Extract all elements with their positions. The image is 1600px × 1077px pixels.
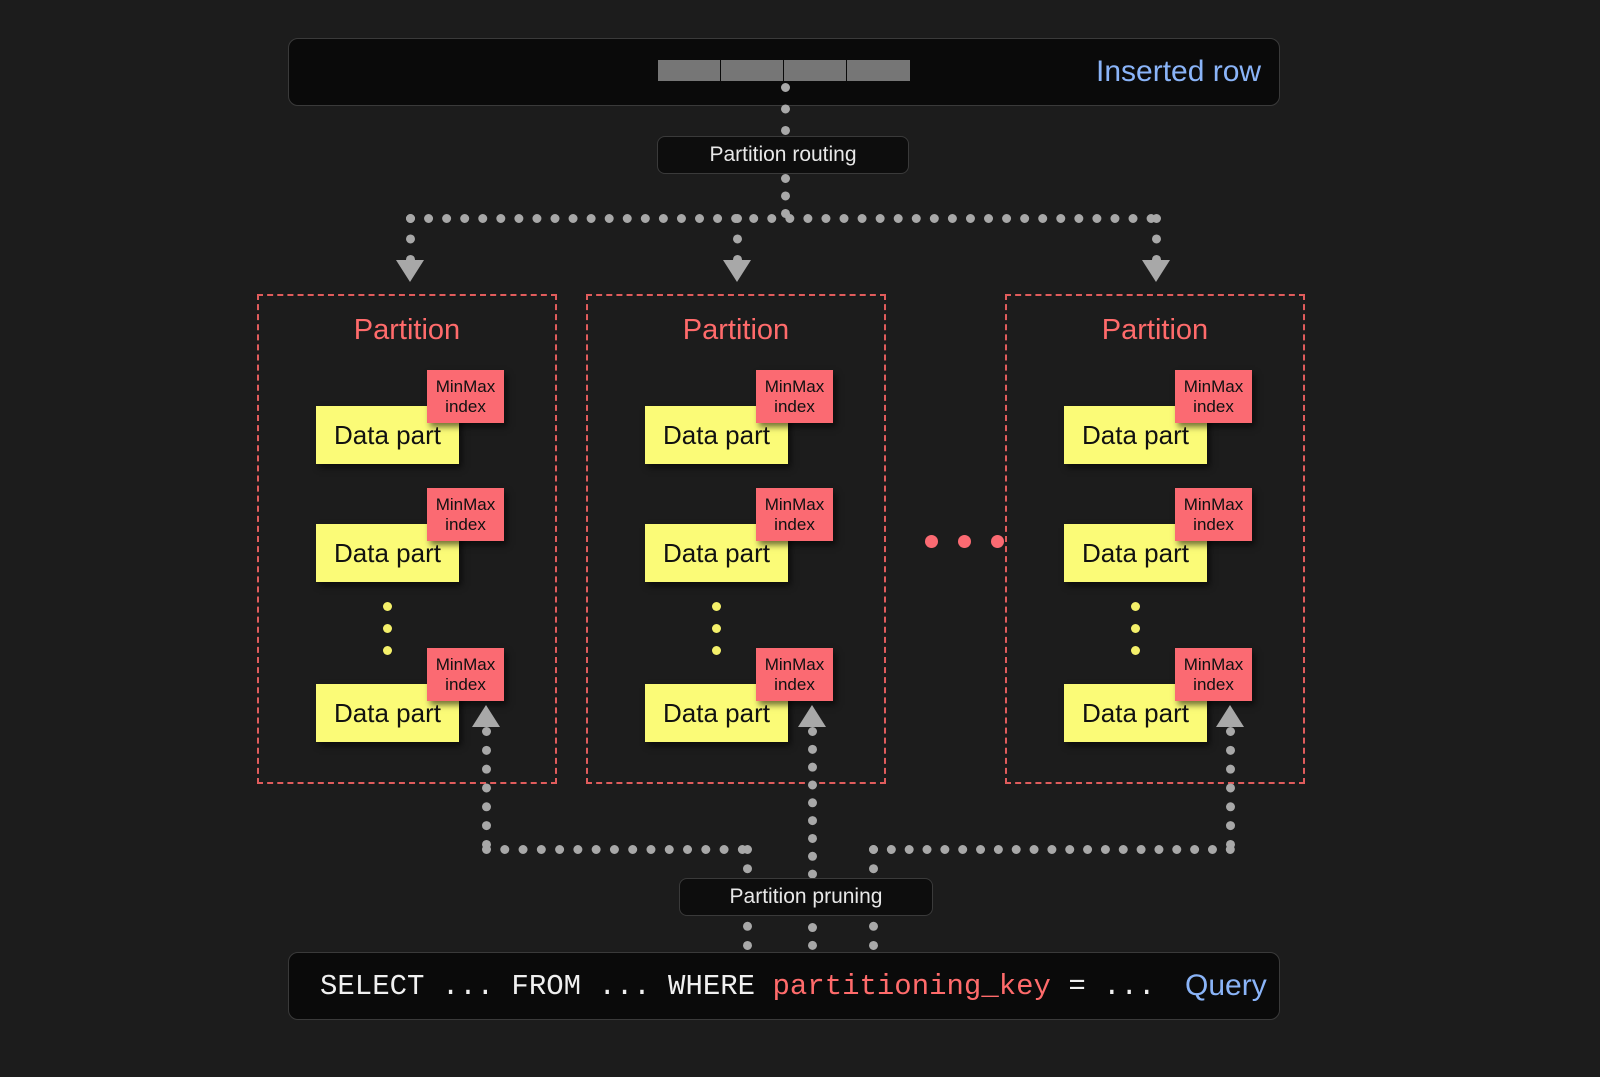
ellipsis-dot	[1131, 602, 1140, 611]
minmax-index-label: MinMax index	[435, 654, 496, 694]
minmax-index-box: MinMax index	[756, 488, 833, 541]
minmax-index-box: MinMax index	[1175, 488, 1252, 541]
minmax-index-label: MinMax index	[764, 376, 825, 416]
arrow-down-partition-3	[1142, 260, 1170, 282]
arrow-down-partition-2	[723, 260, 751, 282]
query-suffix: = ...	[1050, 970, 1156, 1003]
ellipsis-dot	[925, 535, 938, 548]
ellipsis-dot	[1131, 646, 1140, 655]
data-part-ellipsis	[1131, 602, 1140, 668]
connector-bus-to-partition-2	[733, 214, 742, 264]
row-cell	[721, 60, 784, 81]
ellipsis-dot	[712, 646, 721, 655]
minmax-index-box: MinMax index	[427, 370, 504, 423]
arrow-up-partition-3	[1216, 705, 1244, 727]
arrow-down-partition-1	[396, 260, 424, 282]
minmax-index-box: MinMax index	[756, 648, 833, 701]
minmax-index-box: MinMax index	[1175, 648, 1252, 701]
connector-routing-to-bus	[781, 174, 790, 218]
partition-box-1: Partition MinMax index Data part MinMax …	[257, 294, 557, 784]
minmax-index-box: MinMax index	[427, 648, 504, 701]
connector-pruning-bus-right	[869, 845, 1235, 854]
query-label: Query	[1185, 969, 1267, 1002]
query-text: SELECT ... FROM ... WHERE partitioning_k…	[320, 970, 1155, 1003]
connector-pruning-bus-left	[482, 845, 747, 854]
minmax-index-box: MinMax index	[756, 370, 833, 423]
routing-bus-line	[406, 214, 1156, 223]
ellipsis-dot	[383, 646, 392, 655]
inserted-row-label: Inserted row	[1096, 55, 1262, 88]
data-part-box: Data part	[1064, 406, 1207, 464]
connector-bus-to-partition-1	[406, 214, 415, 264]
partition-ellipsis	[925, 535, 1004, 548]
arrow-up-partition-1	[472, 705, 500, 727]
minmax-index-box: MinMax index	[427, 488, 504, 541]
inserted-row-cells	[658, 60, 910, 81]
row-cell	[658, 60, 721, 81]
minmax-index-label: MinMax index	[764, 654, 825, 694]
minmax-index-label: MinMax index	[1183, 654, 1244, 694]
minmax-index-label: MinMax index	[435, 494, 496, 534]
partition-title: Partition	[682, 314, 790, 346]
query-bar	[288, 952, 1280, 1020]
arrow-up-partition-2	[798, 705, 826, 727]
minmax-index-label: MinMax index	[435, 376, 496, 416]
row-cell	[847, 60, 910, 81]
data-part-box: Data part	[1064, 524, 1207, 582]
data-part-ellipsis	[383, 602, 392, 668]
ellipsis-dot	[958, 535, 971, 548]
connector-pruning-to-partition-3	[1226, 727, 1235, 849]
ellipsis-dot	[712, 602, 721, 611]
minmax-index-label: MinMax index	[1183, 376, 1244, 416]
row-cell	[784, 60, 847, 81]
partition-routing-box[interactable]: Partition routing	[657, 136, 909, 174]
minmax-index-label: MinMax index	[1183, 494, 1244, 534]
partition-pruning-box[interactable]: Partition pruning	[679, 878, 933, 916]
partition-box-3: Partition MinMax index Data part MinMax …	[1005, 294, 1305, 784]
ellipsis-dot	[991, 535, 1004, 548]
query-column: partitioning_key	[772, 970, 1051, 1003]
ellipsis-dot	[1131, 624, 1140, 633]
query-prefix: SELECT ... FROM ... WHERE	[320, 970, 773, 1003]
ellipsis-dot	[383, 602, 392, 611]
connector-row-to-routing	[781, 83, 790, 135]
partition-box-2: Partition MinMax index Data part MinMax …	[586, 294, 886, 784]
connector-bus-to-partition-3	[1152, 214, 1161, 264]
minmax-index-box: MinMax index	[1175, 370, 1252, 423]
connector-pruning-to-partition-1	[482, 727, 491, 849]
minmax-index-label: MinMax index	[764, 494, 825, 534]
ellipsis-dot	[383, 624, 392, 633]
data-part-box: Data part	[316, 684, 459, 742]
data-part-ellipsis	[712, 602, 721, 668]
partition-title: Partition	[353, 314, 461, 346]
connector-pruning-to-partition-2	[808, 727, 817, 950]
partition-title: Partition	[1101, 314, 1209, 346]
ellipsis-dot	[712, 624, 721, 633]
